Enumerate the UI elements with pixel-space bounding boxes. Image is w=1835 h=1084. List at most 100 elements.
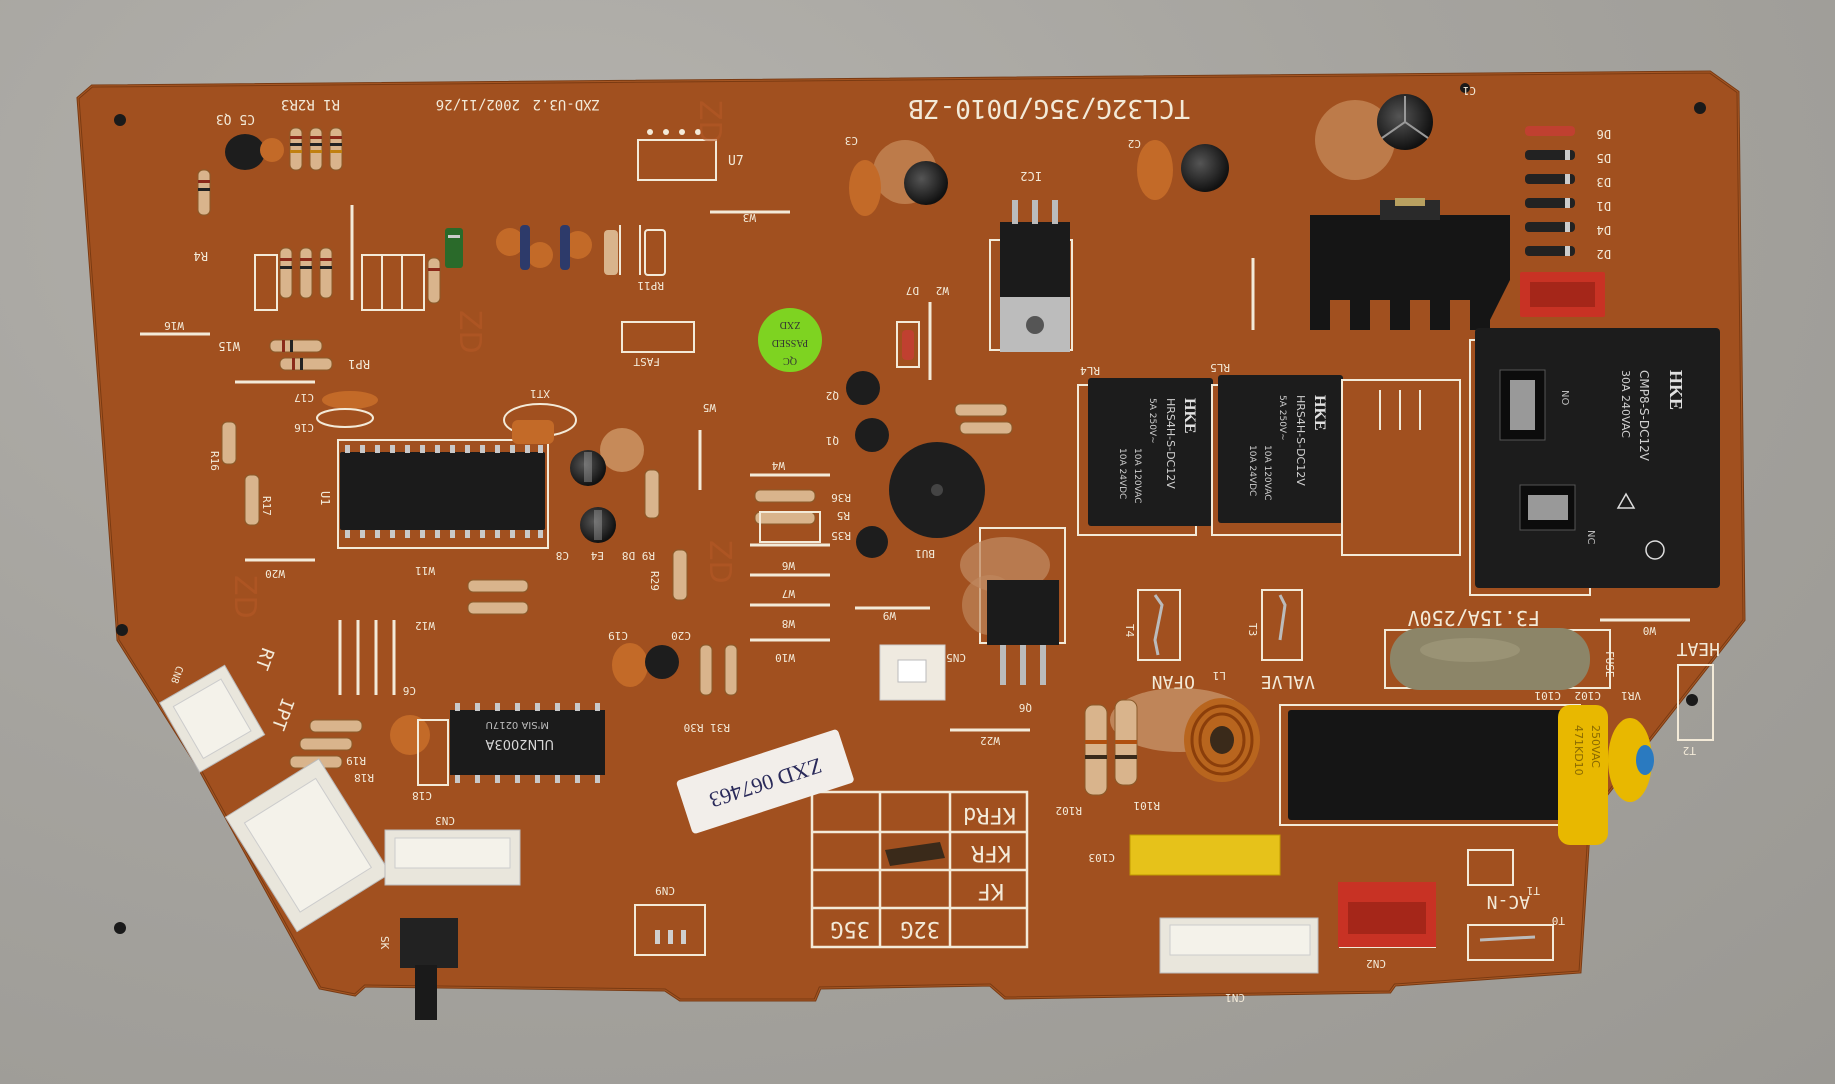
svg-text:5A 250V~: 5A 250V~: [1277, 395, 1287, 441]
svg-text:30A 240VAC: 30A 240VAC: [1619, 370, 1632, 438]
label-u5: CN5: [946, 651, 966, 664]
label-c8: C8: [556, 549, 569, 562]
label-u1: U1: [318, 491, 332, 505]
label-ic2: IC2: [1020, 169, 1042, 183]
label-t3: T3: [1246, 623, 1259, 636]
capacitor-row-top: [445, 225, 666, 276]
relay-cmp8: HKE CMP8-S-DC12V 30A 240VAC NO NC: [1469, 328, 1720, 596]
label-w20: W20: [265, 567, 285, 580]
inductor-coil: [1110, 688, 1260, 782]
label-q2: Q2: [826, 389, 839, 402]
relay-footprint-empty: [1341, 379, 1461, 556]
label-l1: L1: [1213, 669, 1226, 682]
label-r101: R101: [1134, 799, 1161, 812]
label-w4: W4: [771, 459, 785, 472]
label-cn9: CN9: [655, 884, 675, 897]
label-r19: R19: [346, 754, 366, 767]
board-date-text: 2002/11/26: [436, 96, 520, 112]
microcontroller-u1: [340, 445, 545, 538]
connector-cn1[interactable]: [1159, 917, 1319, 974]
label-w16: W16: [164, 319, 184, 332]
connector-cn2[interactable]: [1338, 882, 1436, 948]
label-w9: W9: [883, 609, 896, 622]
connector-cn8[interactable]: [159, 664, 266, 773]
transistor-q3: [225, 134, 265, 170]
label-d7: D7: [906, 284, 919, 297]
label-c3: C3: [845, 134, 858, 147]
label-cn2: CN2: [1366, 957, 1386, 970]
svg-text:5A 250V~: 5A 250V~: [1147, 398, 1157, 444]
wire-jumper-outlines: [140, 205, 1690, 732]
crystal-xt1: [512, 420, 554, 444]
capacitor-c103: [1129, 834, 1281, 876]
label-d6: D6: [1597, 127, 1611, 141]
label-xt1: XT1: [530, 387, 550, 400]
relay-rl4: HKE HRS4H-S-DC12V 5A 250V~ 10A 120VAC 10…: [1077, 378, 1213, 536]
svg-text:HRS4H-S-DC12V: HRS4H-S-DC12V: [1294, 395, 1307, 486]
faint-zd-mark-1: ZD: [227, 575, 262, 619]
label-rl5: RL5: [1210, 361, 1230, 374]
label-w3: W3: [743, 211, 756, 224]
board-revision-text: ZXD-U3.2: [533, 96, 600, 112]
svg-text:ULN2003A: ULN2003A: [485, 736, 554, 751]
label-acn: AC-N: [1487, 891, 1530, 912]
label-sk: SK: [378, 936, 391, 950]
label-c20: C20: [671, 629, 691, 642]
svg-text:PASSED: PASSED: [772, 337, 808, 348]
label-w2: W2: [936, 284, 949, 297]
svg-text:QC: QC: [783, 355, 797, 366]
board-model-text: TCL32G/35G/D010-ZB: [908, 93, 1190, 123]
mounting-holes: [114, 83, 1706, 934]
label-heat: HEAT: [1676, 638, 1720, 659]
label-c2: C2: [1128, 137, 1141, 150]
filter-module: [1279, 704, 1581, 826]
label-e4: E4: [590, 549, 604, 562]
label-c19: C19: [608, 629, 628, 642]
label-w10: W10: [775, 651, 795, 664]
label-u7: U7: [728, 154, 744, 169]
svg-text:ZXD: ZXD: [780, 319, 801, 330]
faint-zd-mark-2: ZD: [452, 310, 487, 354]
label-c17: C17: [294, 391, 314, 404]
label-t2: T2: [1683, 744, 1696, 757]
label-rp11: RP11: [638, 279, 665, 292]
label-d5: D5: [1597, 151, 1611, 165]
label-t0: T0: [1552, 914, 1565, 927]
label-w5: W5: [703, 401, 716, 414]
label-c18: C18: [412, 789, 432, 802]
switch-sk[interactable]: [400, 918, 458, 1020]
label-cn3: CN3: [435, 814, 455, 827]
rectifier-diodes: [1525, 126, 1575, 256]
voltage-regulator-ic2: [989, 200, 1073, 352]
label-w0: W0: [1643, 624, 1656, 637]
variant-row-kfr: KFR: [971, 840, 1011, 865]
label-r1r2r3: R1 R2R3: [281, 96, 340, 112]
label-t1: T1: [1527, 884, 1540, 897]
resistors-r18-r19: [289, 719, 363, 769]
heatsink: [1310, 198, 1510, 330]
relay-rl5: HKE HRS4H-S-DC12V 5A 250V~ 10A 120VAC 10…: [1211, 375, 1343, 536]
connector-display[interactable]: [224, 758, 392, 933]
capacitor-c5: [260, 138, 284, 162]
svg-text:471KD10: 471KD10: [1572, 725, 1585, 776]
label-q1: Q1: [826, 434, 839, 447]
label-d2: D2: [1597, 247, 1611, 261]
capacitor-c2: [1181, 144, 1229, 192]
svg-text:10A 24VDC: 10A 24VDC: [1247, 445, 1257, 496]
faint-zd-mark-3: ZD: [702, 540, 737, 584]
svg-text:NC: NC: [1585, 530, 1596, 544]
svg-text:HKE: HKE: [1311, 395, 1328, 431]
label-r17: R17: [260, 496, 273, 516]
label-w15: W15: [218, 339, 240, 353]
label-valve: VALVE: [1261, 671, 1315, 692]
variant-row-kf: KF: [978, 878, 1005, 903]
label-c1: C1: [1463, 84, 1476, 97]
label-c101: C101: [1535, 689, 1562, 702]
label-r9d8: R9 D8: [622, 549, 655, 562]
electrolytic-caps-mid: [570, 428, 644, 543]
connector-cn3[interactable]: [384, 829, 521, 886]
svg-text:HKE: HKE: [1666, 370, 1686, 410]
svg-text:M'SIA 0217U: M'SIA 0217U: [486, 719, 549, 730]
